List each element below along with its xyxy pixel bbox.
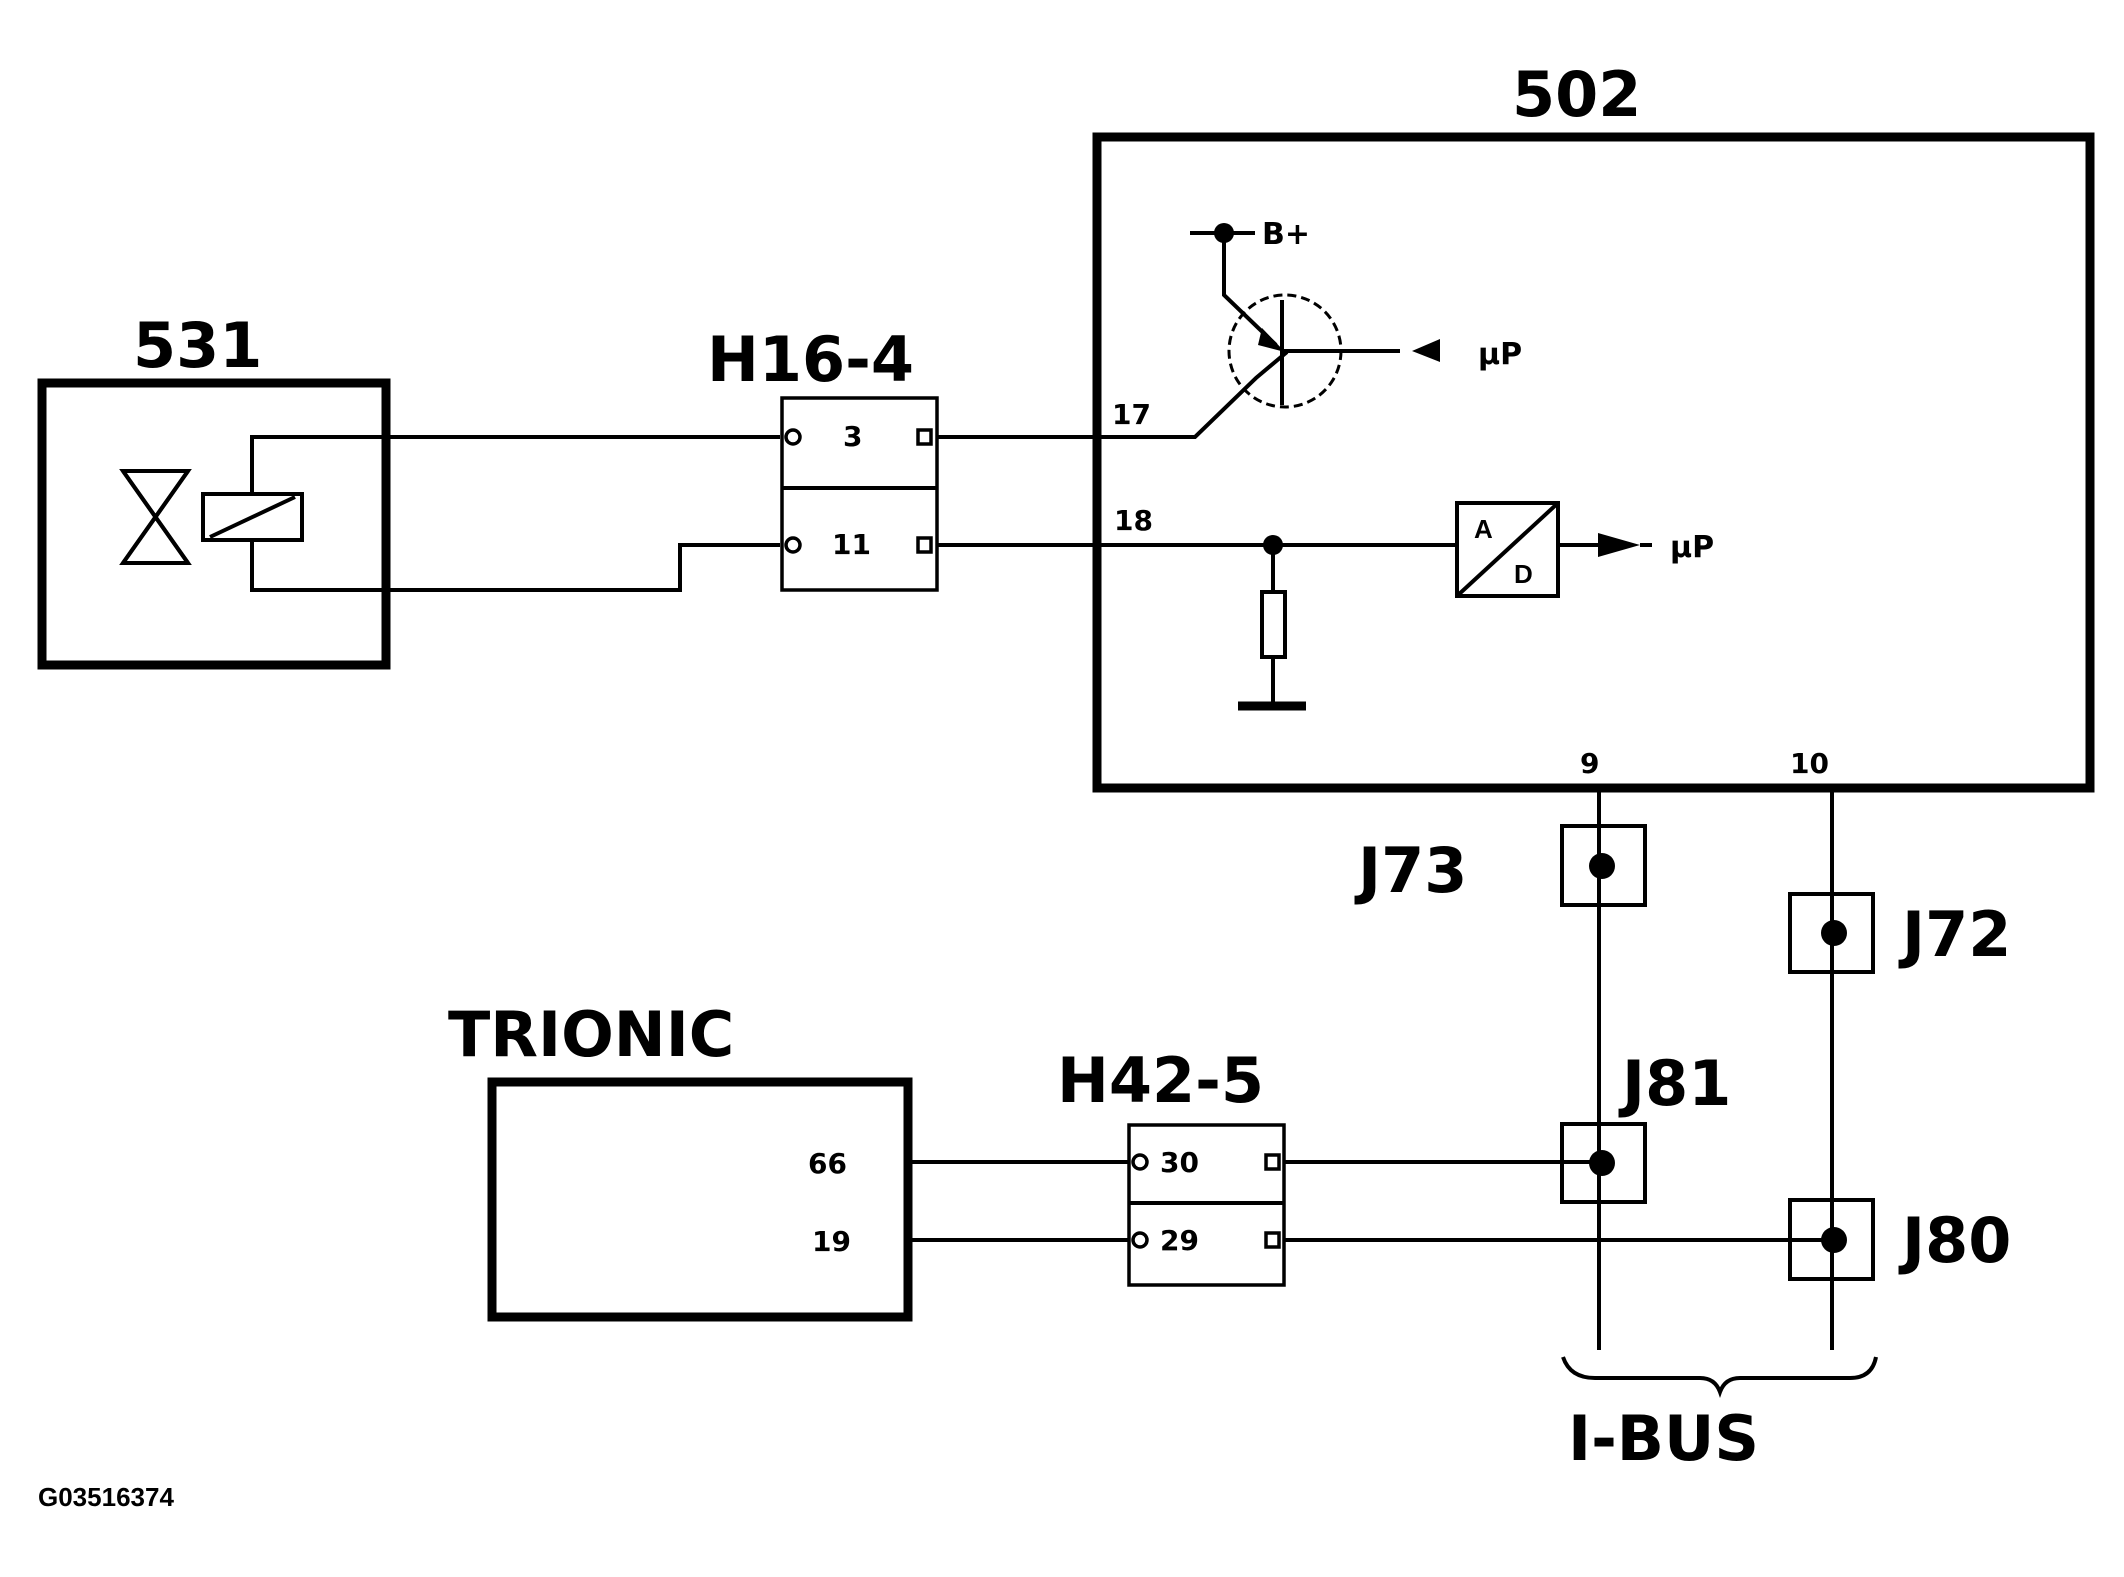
splice-j72-label: J72 bbox=[1898, 898, 2011, 971]
trionic-pin-66: 66 bbox=[808, 1147, 847, 1180]
component-531-label: 531 bbox=[133, 309, 262, 382]
connector-h42-5-label: H42-5 bbox=[1057, 1044, 1264, 1117]
splice-j73 bbox=[1560, 824, 1647, 907]
module-502-label: 502 bbox=[1512, 58, 1641, 131]
trionic-box bbox=[487, 1077, 913, 1322]
connector-h16-4: 3 11 bbox=[780, 396, 939, 592]
bplus-node bbox=[1214, 223, 1234, 243]
module-502-pin-18: 18 bbox=[1114, 504, 1153, 537]
splice-j80-label: J80 bbox=[1898, 1204, 2011, 1277]
solenoid-coil-icon bbox=[201, 492, 304, 542]
microprocessor-label-1: μP bbox=[1478, 337, 1522, 372]
microprocessor-label-2: μP bbox=[1670, 530, 1714, 565]
trionic-label: TRIONIC bbox=[448, 998, 734, 1071]
module-502-pin-17: 17 bbox=[1112, 398, 1151, 431]
h42-pin-30: 30 bbox=[1160, 1146, 1199, 1179]
ibus-brace bbox=[1561, 1356, 1878, 1398]
trionic-pin-19: 19 bbox=[812, 1225, 851, 1258]
resistor-icon bbox=[1260, 545, 1287, 706]
splice-j73-label: J73 bbox=[1354, 834, 1467, 907]
h16-pin-3: 3 bbox=[843, 420, 862, 453]
splice-j72 bbox=[1788, 892, 1875, 974]
component-531-box bbox=[37, 378, 391, 670]
output-arrow-1-icon bbox=[1412, 339, 1440, 362]
output-arrow-2-icon bbox=[1598, 533, 1640, 557]
ad-converter-icon: A D bbox=[1455, 501, 1560, 598]
h16-pin-11: 11 bbox=[832, 528, 871, 561]
connector-h16-4-label: H16-4 bbox=[707, 323, 914, 396]
svg-text:D: D bbox=[1514, 559, 1533, 589]
connector-h42-5: 30 29 bbox=[1127, 1123, 1286, 1287]
module-502-box bbox=[1092, 132, 2095, 793]
valve-symbol-icon bbox=[119, 469, 192, 565]
wire-h16-pin3-to-502-pin17 bbox=[937, 350, 1289, 439]
wire-531-to-h16-pin11 bbox=[250, 540, 780, 592]
ibus-label: I-BUS bbox=[1568, 1402, 1759, 1475]
transistor-icon bbox=[1222, 233, 1400, 409]
h42-pin-29: 29 bbox=[1160, 1224, 1199, 1257]
splice-j81-label: J81 bbox=[1618, 1047, 1731, 1120]
svg-text:A: A bbox=[1474, 514, 1493, 544]
wire-531-to-h16-pin3 bbox=[250, 435, 780, 494]
figure-id: G03516374 bbox=[38, 1482, 174, 1512]
module-502-pin-9: 9 bbox=[1580, 747, 1599, 780]
module-502-pin-10: 10 bbox=[1790, 747, 1829, 780]
bplus-label: B+ bbox=[1262, 217, 1310, 252]
